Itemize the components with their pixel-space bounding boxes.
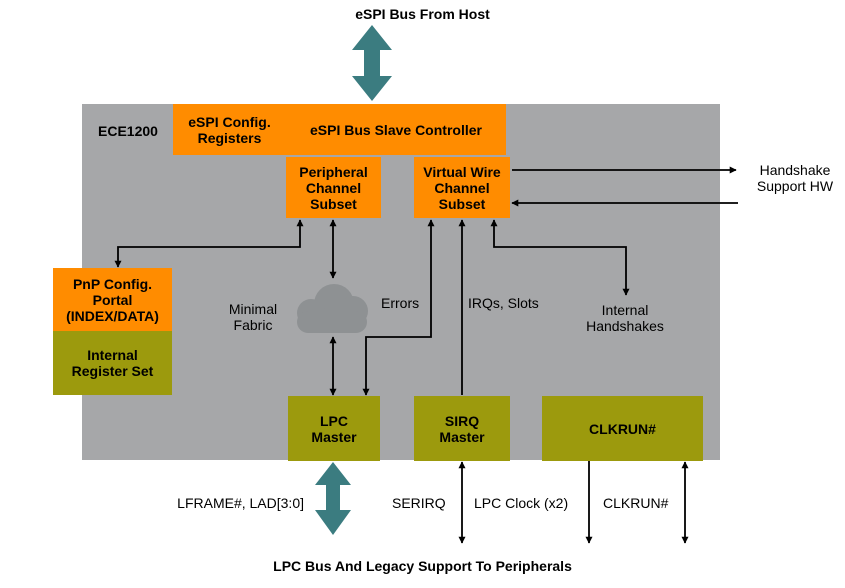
- errors-connector: [362, 219, 435, 396]
- espi-config-registers-block: eSPI Config. Registers: [173, 104, 286, 155]
- chip-label: ECE1200: [98, 123, 158, 139]
- cloud-icon: [297, 284, 368, 333]
- internal-handshakes-connector: [490, 219, 630, 296]
- clkrun-block: CLKRUN#: [542, 396, 703, 461]
- lpc-master-block: LPC Master: [288, 396, 380, 461]
- irqs-slots-label: IRQs, Slots: [468, 295, 539, 311]
- virtual-wire-channel-subset-block: Virtual Wire Channel Subset: [414, 157, 510, 218]
- sirq-master-block: SIRQ Master: [414, 396, 510, 461]
- internal-handshakes-label: Internal Handshakes: [586, 302, 664, 334]
- errors-label: Errors: [381, 295, 420, 311]
- lframe-lad-label: LFRAME#, LAD[3:0]: [177, 495, 304, 511]
- espi-bus-slave-controller-block: eSPI Bus Slave Controller: [286, 104, 506, 155]
- pnp-config-portal-block: PnP Config. Portal (INDEX/DATA): [53, 268, 172, 331]
- lpc-bus-arrow: [315, 462, 351, 535]
- peripheral-to-pnp-connector: [114, 219, 304, 268]
- minimal-fabric-label: Minimal Fabric: [228, 301, 278, 333]
- handshake-support-hw-label: Handshake Support HW: [756, 162, 834, 194]
- serirq-label: SERIRQ: [392, 495, 446, 511]
- bottom-title: LPC Bus And Legacy Support To Peripheral…: [273, 558, 572, 574]
- clkrun-signal-label: CLKRUN#: [603, 495, 669, 511]
- espi-host-bus-arrow: [352, 25, 392, 101]
- top-title: eSPI Bus From Host: [355, 6, 490, 22]
- internal-register-set-block: Internal Register Set: [53, 331, 172, 395]
- lpc-clock-label: LPC Clock (x2): [474, 495, 569, 511]
- peripheral-channel-subset-block: Peripheral Channel Subset: [286, 157, 381, 218]
